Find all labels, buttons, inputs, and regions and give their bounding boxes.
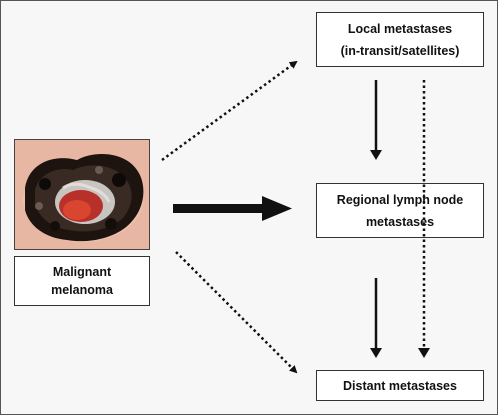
thick-arrow-to-regional — [173, 196, 292, 221]
dotted-arrow-to-local — [161, 60, 298, 162]
melanoma-photo — [14, 139, 150, 250]
distant-metastases-label: Distant metastases — [343, 378, 457, 393]
local-metastases-box: Local metastases (in-transit/satellites) — [316, 12, 484, 67]
regional-line2: metastases — [365, 214, 435, 229]
dotted-arrow-to-distant — [175, 251, 298, 374]
melanoma-label-line2: melanoma — [51, 283, 113, 297]
distant-metastases-box: Distant metastases — [316, 370, 484, 401]
solid-arrowhead-local-to-regional — [370, 150, 382, 160]
malignant-melanoma-box: Malignant melanoma — [14, 256, 150, 306]
regional-lymph-node-box: Regional lymph node metastases — [316, 183, 484, 238]
solid-arrowhead-regional-to-distant — [370, 348, 382, 358]
melanoma-lesion-image — [15, 140, 149, 249]
melanoma-label-line1: Malignant — [52, 265, 112, 279]
regional-line1: Regional lymph node — [336, 192, 464, 207]
local-metastases-line2: (in-transit/satellites) — [340, 43, 460, 58]
dotted-arrowhead-local-to-distant — [418, 348, 430, 358]
local-metastases-line1: Local metastases — [347, 21, 453, 36]
